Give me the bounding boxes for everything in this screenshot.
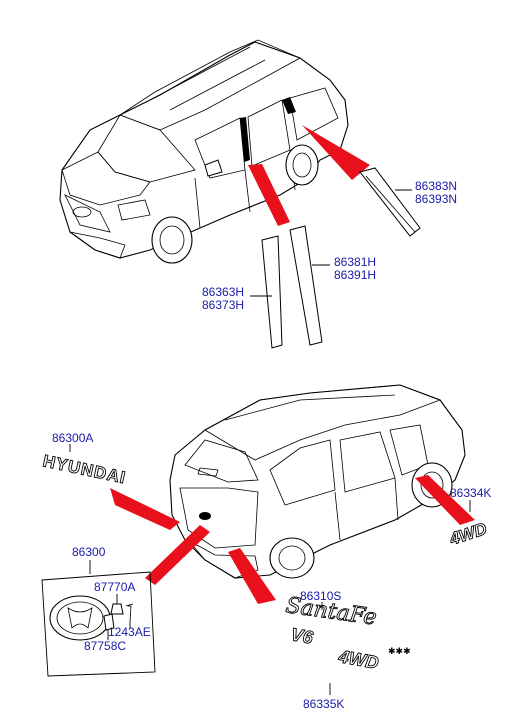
- quarter-garnish-part: [359, 167, 421, 237]
- leader-model-badge: [228, 548, 276, 604]
- label-86334K[interactable]: 86334K: [450, 486, 491, 500]
- label-86300A[interactable]: 86300A: [52, 431, 93, 445]
- label-86310S[interactable]: 86310S: [300, 589, 341, 603]
- label-86391H[interactable]: 86391H: [334, 268, 376, 282]
- label-86373H[interactable]: 86373H: [202, 298, 244, 312]
- emblem-assembly-box: [41, 571, 156, 677]
- label-87770A[interactable]: 87770A: [94, 580, 135, 594]
- v6-lettering: V6: [289, 624, 315, 648]
- b-pillar-garnish-part: [289, 225, 323, 346]
- hyundai-lettering: HYUNDAI: [41, 451, 128, 487]
- screw-part-icon: [125, 603, 134, 623]
- leader-emblem: [145, 525, 210, 585]
- label-86383N[interactable]: 86383N: [415, 179, 457, 193]
- label-86335K[interactable]: 86335K: [303, 697, 344, 711]
- label-86393N[interactable]: 86393N: [415, 192, 457, 206]
- label-1243AE[interactable]: 1243AE: [108, 625, 151, 639]
- label-86363H[interactable]: 86363H: [202, 285, 244, 299]
- front-vehicle-illustration: [59, 39, 349, 264]
- leader-pillar-b: [248, 164, 290, 226]
- awd-lettering-side: 4WD: [446, 519, 489, 549]
- leader-4wd-side: [415, 475, 475, 525]
- hyundai-lettering-badge: HYUNDAI: [41, 451, 128, 488]
- nut-part-icon: [103, 613, 115, 631]
- label-86300[interactable]: 86300: [72, 545, 106, 559]
- awd-lettering-rear: 4WD: [336, 646, 380, 673]
- side-4wd-badge: 4WD: [446, 519, 490, 550]
- leader-hyundai-badge: [110, 488, 180, 530]
- hyundai-emblem-icon: [49, 595, 111, 641]
- clip-part-icon: [110, 603, 124, 615]
- a-pillar-garnish-part: [261, 235, 283, 349]
- label-87758C[interactable]: 87758C: [84, 639, 126, 653]
- part-labels: 86383N 86393N 86381H 86391H 86363H 86373…: [52, 179, 491, 711]
- leader-pillar-rear: [302, 125, 370, 180]
- svg-text:✱✱✱: ✱✱✱: [388, 646, 411, 656]
- label-86381H[interactable]: 86381H: [334, 255, 376, 269]
